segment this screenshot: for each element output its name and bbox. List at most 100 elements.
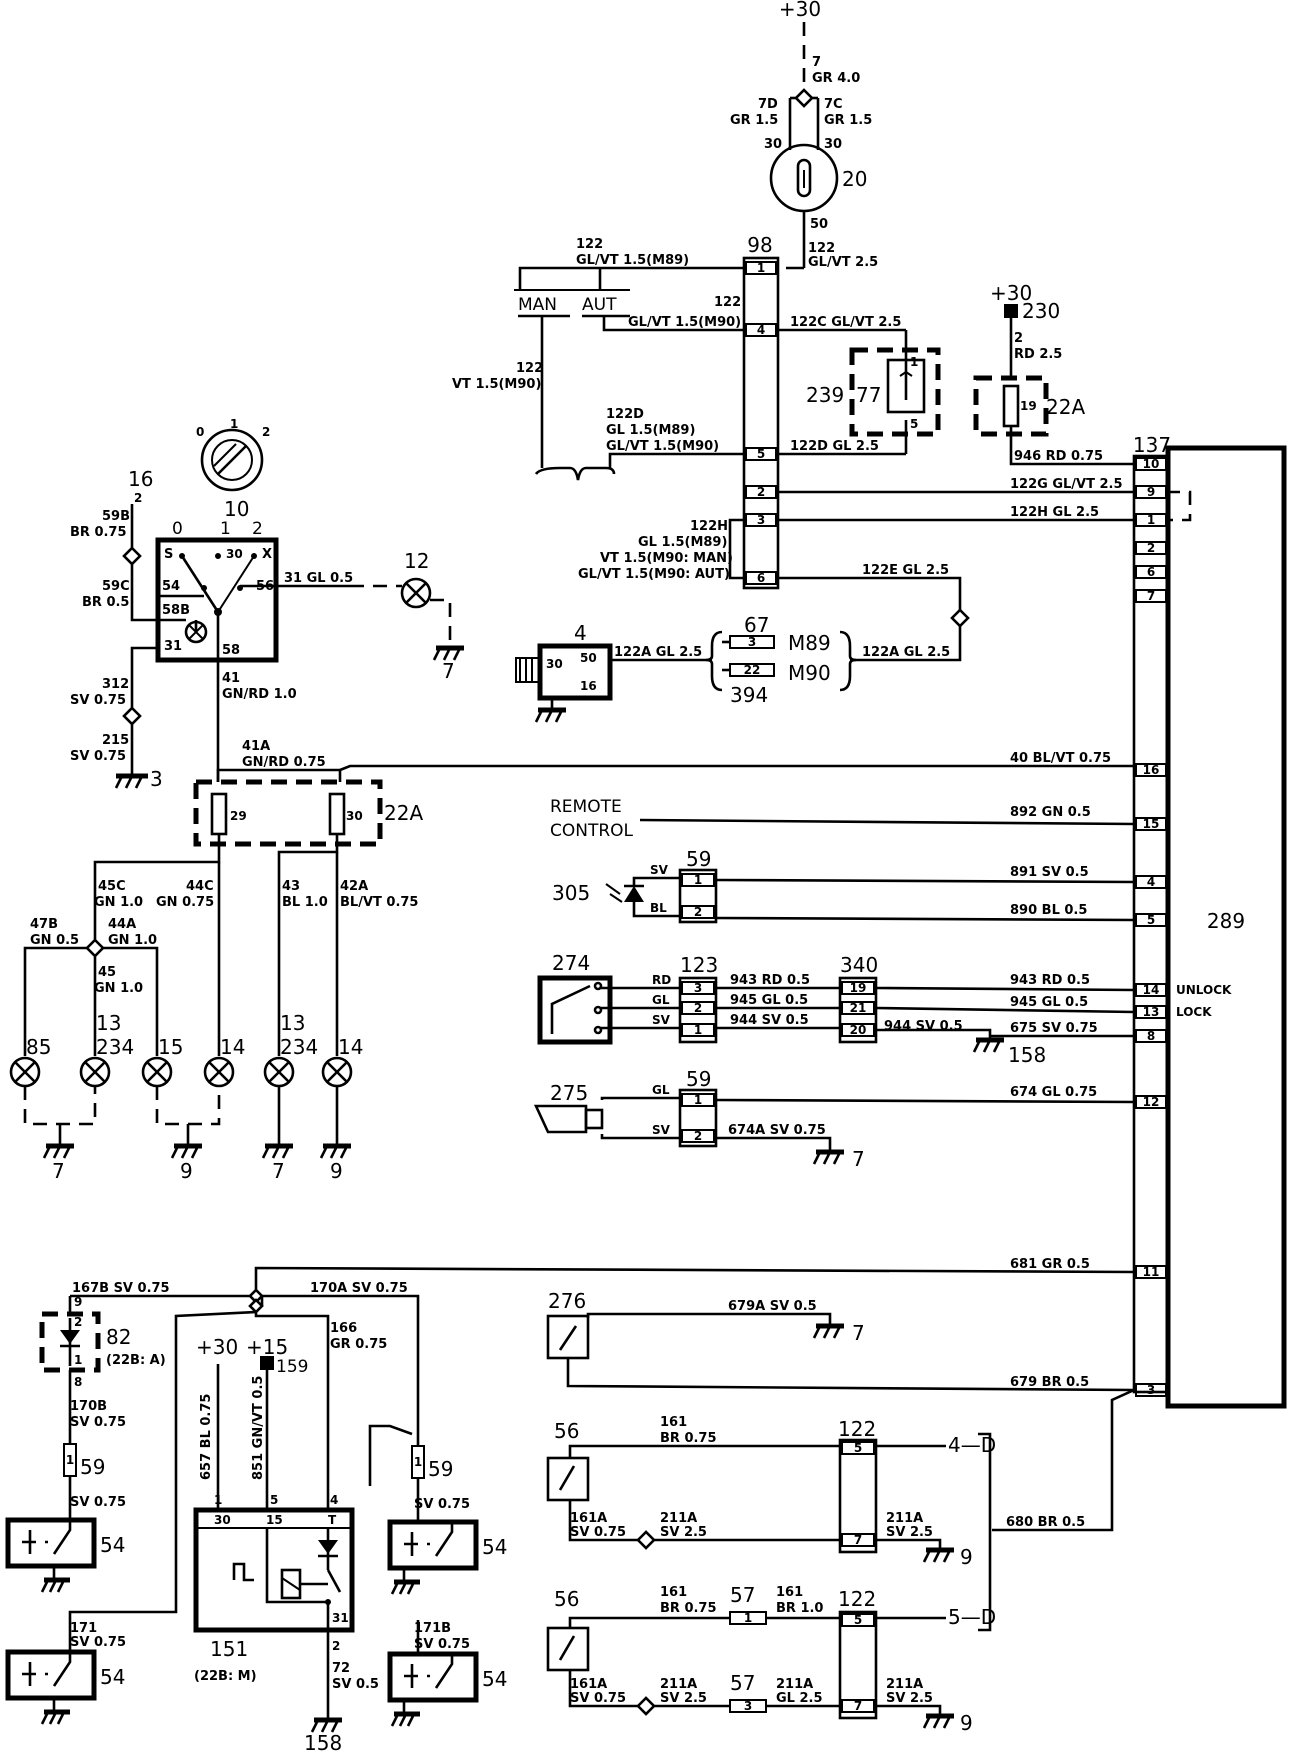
- svg-text:171B: 171B: [414, 1621, 451, 1636]
- svg-text:234: 234: [280, 1035, 318, 1059]
- feed-16: 16 2 59B BR 0.75 59C BR 0.5 312 SV 0.75 …: [70, 467, 163, 791]
- svg-text:SV 0.75: SV 0.75: [570, 1691, 626, 1706]
- svg-text:3: 3: [748, 635, 756, 649]
- remote-label: REMOTE: [550, 797, 622, 817]
- svg-text:10: 10: [1143, 457, 1160, 471]
- wire-7d-color: GR 1.5: [730, 113, 778, 128]
- svg-text:122H GL 2.5: 122H GL 2.5: [1010, 505, 1099, 520]
- svg-text:SV: SV: [652, 1013, 671, 1027]
- svg-text:679 BR 0.5: 679 BR 0.5: [1010, 1375, 1089, 1390]
- svg-text:19: 19: [850, 981, 867, 995]
- svg-text:2: 2: [1147, 541, 1155, 555]
- svg-text:41A: 41A: [242, 739, 270, 754]
- svg-text:31: 31: [164, 639, 182, 654]
- svg-text:50: 50: [810, 217, 828, 232]
- door-switch-54-c: 54: [5, 1648, 125, 1725]
- svg-text:SV 0.75: SV 0.75: [414, 1497, 470, 1512]
- svg-text:67: 67: [744, 613, 769, 637]
- lamp-14-a: 14: [203, 1035, 245, 1088]
- svg-text:72: 72: [332, 1661, 350, 1676]
- svg-text:4: 4: [757, 323, 765, 337]
- svg-text:4: 4: [1147, 875, 1155, 889]
- svg-text:5—D: 5—D: [948, 1605, 996, 1629]
- svg-text:22A: 22A: [384, 801, 423, 825]
- svg-text:9: 9: [330, 1159, 343, 1183]
- svg-text:GL/VT 1.5(M89): GL/VT 1.5(M89): [576, 253, 689, 268]
- svg-text:15: 15: [266, 1513, 283, 1527]
- svg-text:166: 166: [330, 1321, 357, 1336]
- svg-text:394: 394: [730, 683, 768, 707]
- svg-text:158: 158: [304, 1731, 342, 1754]
- svg-text:674 GL 0.75: 674 GL 0.75: [1010, 1085, 1097, 1100]
- component-4: 4 50 30 16 122A GL 2.5: [515, 621, 723, 723]
- svg-text:340: 340: [840, 953, 878, 977]
- svg-text:171: 171: [70, 1621, 97, 1636]
- svg-text:59B: 59B: [102, 509, 130, 524]
- svg-text:122C GL/VT 2.5: 122C GL/VT 2.5: [790, 315, 901, 330]
- svg-text:SV 0.75: SV 0.75: [570, 1525, 626, 1540]
- svg-text:2: 2: [74, 1315, 82, 1329]
- svg-text:2: 2: [694, 1129, 702, 1143]
- component-56-lower: 56 161 BR 0.75 57 1 161 BR 1.0 161A SV 0…: [546, 1530, 996, 1735]
- svg-text:(22B: A): (22B: A): [106, 1353, 166, 1368]
- lamp-distribution: 45C GN 1.0 44C GN 0.75 43 BL 1.0 42A BL/…: [23, 834, 418, 1056]
- svg-text:BL: BL: [650, 901, 667, 915]
- svg-text:+30: +30: [990, 281, 1032, 305]
- svg-text:122: 122: [838, 1587, 876, 1611]
- svg-text:680 BR 0.5: 680 BR 0.5: [1006, 1515, 1085, 1530]
- svg-text:SV 0.75: SV 0.75: [70, 1635, 126, 1650]
- svg-text:30: 30: [226, 547, 243, 561]
- svg-text:1: 1: [910, 355, 918, 369]
- svg-text:SV 0.75: SV 0.75: [70, 1495, 126, 1510]
- svg-text:58: 58: [222, 643, 240, 658]
- svg-text:3: 3: [150, 767, 163, 791]
- svg-text:42A: 42A: [340, 879, 368, 894]
- svg-text:1: 1: [74, 1353, 82, 1367]
- svg-text:GN 0.75: GN 0.75: [156, 895, 214, 910]
- svg-text:211A: 211A: [660, 1677, 697, 1692]
- svg-text:5: 5: [854, 1441, 862, 1455]
- svg-text:GL: GL: [652, 993, 670, 1007]
- door-switch-54-d: 171B SV 0.75 54: [387, 1620, 507, 1727]
- svg-text:9: 9: [1147, 485, 1155, 499]
- bottom-left-section: 167B SV 0.75 170A SV 0.75 166 GR 0.75 17…: [5, 1281, 507, 1754]
- svg-text:30: 30: [546, 657, 563, 671]
- svg-text:675 SV 0.75: 675 SV 0.75: [1010, 1021, 1098, 1036]
- svg-text:41: 41: [222, 671, 240, 686]
- man-aut-section: 122 GL/VT 1.5(M89) MAN AUT 122 VT 1.5(M9…: [452, 237, 908, 481]
- svg-text:9: 9: [960, 1545, 973, 1569]
- relay-151: +30 +15 159 657 BL 0.75 851 GN/VT 0.5 1 …: [193, 1335, 379, 1754]
- svg-text:892 GN 0.5: 892 GN 0.5: [1010, 805, 1091, 820]
- svg-text:4: 4: [330, 1493, 338, 1507]
- fuse-22a-mid: 29 30 22A: [193, 779, 423, 847]
- svg-text:SV 2.5: SV 2.5: [660, 1525, 707, 1540]
- remote-control-input: REMOTE CONTROL 892 GN 0.5: [550, 797, 1135, 841]
- svg-text:943 RD 0.5: 943 RD 0.5: [730, 973, 810, 988]
- svg-text:M90: M90: [788, 661, 831, 685]
- svg-text:15: 15: [1143, 817, 1160, 831]
- svg-text:161A: 161A: [570, 1511, 607, 1526]
- svg-text:S: S: [164, 547, 173, 562]
- svg-text:50: 50: [580, 651, 597, 665]
- svg-text:45C: 45C: [98, 879, 126, 894]
- svg-text:54: 54: [162, 579, 180, 594]
- svg-text:1: 1: [414, 1455, 422, 1469]
- receiver-305: 305 SV BL 59 1 2 891 SV 0.5 890 BL 0.5: [552, 847, 1135, 924]
- svg-text:(22B: M): (22B: M): [194, 1669, 257, 1684]
- svg-text:SV: SV: [650, 863, 669, 877]
- svg-text:1: 1: [757, 261, 765, 275]
- svg-text:5: 5: [1147, 913, 1155, 927]
- svg-text:BR 0.75: BR 0.75: [660, 1431, 717, 1446]
- svg-text:6: 6: [757, 571, 765, 585]
- svg-text:851 GN/VT 0.5: 851 GN/VT 0.5: [251, 1376, 266, 1480]
- svg-text:X: X: [262, 547, 272, 562]
- svg-text:2: 2: [252, 519, 263, 539]
- svg-text:2: 2: [262, 425, 270, 439]
- svg-text:7: 7: [852, 1147, 865, 1171]
- svg-text:681 GR 0.5: 681 GR 0.5: [1010, 1257, 1090, 1272]
- svg-text:0: 0: [196, 425, 204, 439]
- lamp-85: 85: [9, 1035, 51, 1088]
- door-switch-54-a: 54: [5, 1517, 125, 1593]
- svg-text:+30: +30: [196, 1335, 238, 1359]
- svg-text:BR 0.75: BR 0.75: [70, 525, 127, 540]
